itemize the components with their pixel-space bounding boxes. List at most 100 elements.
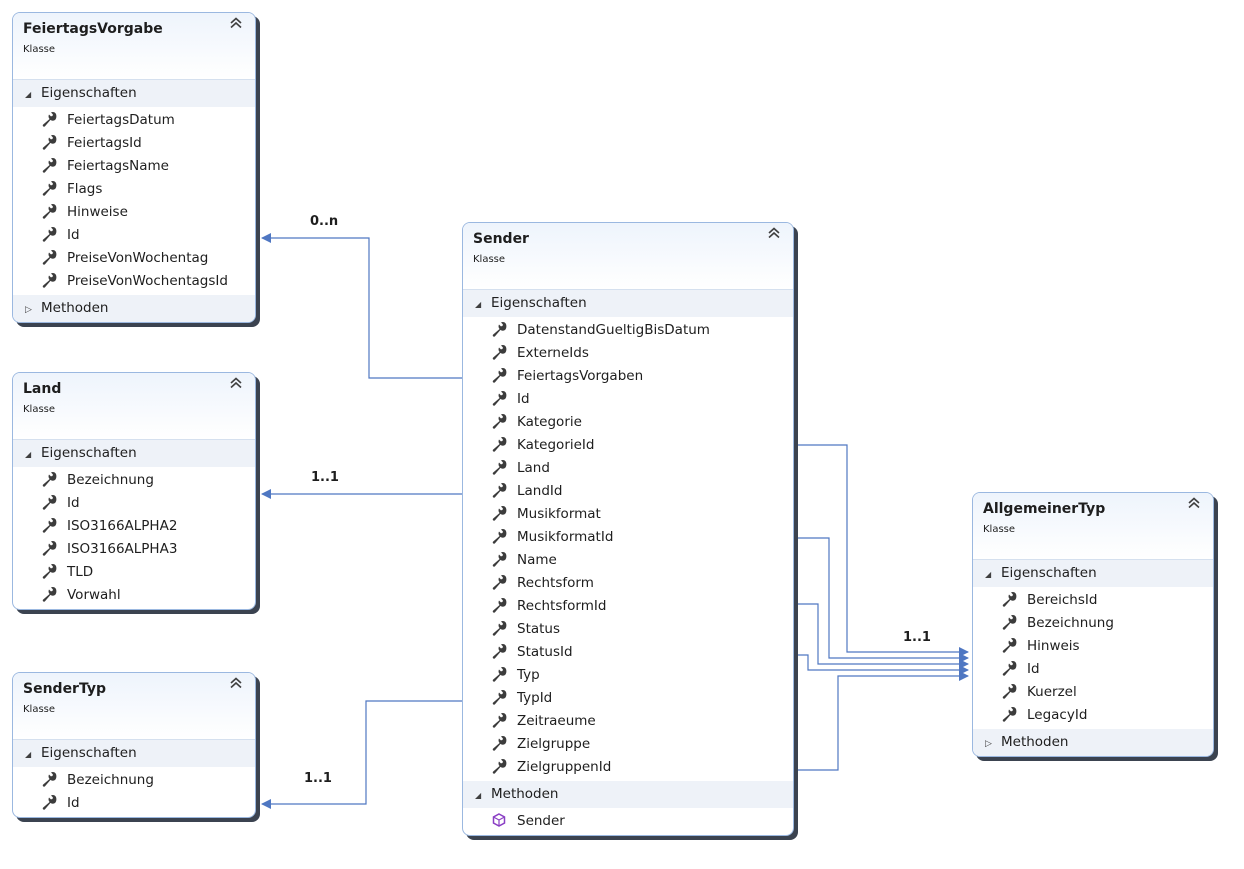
class-kind: Klasse: [23, 704, 56, 715]
property-item[interactable]: Kuerzel: [973, 681, 1213, 704]
property-item[interactable]: Zielgruppe: [463, 733, 793, 756]
member-name: FeiertagsId: [67, 135, 142, 151]
property-item[interactable]: PreiseVonWochentag: [13, 247, 255, 270]
property-item[interactable]: LegacyId: [973, 704, 1213, 727]
property-item[interactable]: Hinweis: [973, 635, 1213, 658]
member-name: LegacyId: [1027, 707, 1088, 723]
member-name: Id: [67, 795, 80, 811]
property-item[interactable]: Id: [973, 658, 1213, 681]
member-name: DatenstandGueltigBisDatum: [517, 322, 710, 338]
double-chevron-up-icon[interactable]: [229, 16, 243, 33]
triangle-expanded-icon: ◢: [475, 300, 482, 309]
property-item[interactable]: Id: [13, 792, 255, 815]
member-name: MusikformatId: [517, 529, 614, 545]
double-chevron-up-icon[interactable]: [767, 226, 781, 243]
member-name: Typ: [517, 667, 540, 683]
property-item[interactable]: LandId: [463, 480, 793, 503]
compartment-methoden[interactable]: ▷Methoden: [973, 729, 1213, 756]
wrench-icon: [41, 157, 67, 174]
compartment-methoden[interactable]: ◢Methoden: [463, 781, 793, 808]
property-item[interactable]: TLD: [13, 561, 255, 584]
wrench-icon: [41, 771, 67, 788]
property-item[interactable]: KategorieId: [463, 434, 793, 457]
compartment-methoden[interactable]: ▷Methoden: [13, 295, 255, 322]
property-item[interactable]: StatusId: [463, 641, 793, 664]
wrench-icon: [1001, 591, 1027, 608]
member-name: Kategorie: [517, 414, 582, 430]
member-name: StatusId: [517, 644, 573, 660]
property-item[interactable]: PreiseVonWochentagsId: [13, 270, 255, 293]
member-name: Zielgruppe: [517, 736, 591, 752]
property-item[interactable]: Rechtsform: [463, 572, 793, 595]
property-item[interactable]: DatenstandGueltigBisDatum: [463, 319, 793, 342]
class-kind: Klasse: [473, 254, 506, 265]
property-item[interactable]: Musikformat: [463, 503, 793, 526]
member-name: Zeitraeume: [517, 713, 596, 729]
property-item[interactable]: Vorwahl: [13, 584, 255, 607]
property-item[interactable]: Hinweise: [13, 201, 255, 224]
member-name: ISO3166ALPHA2: [67, 518, 178, 534]
compartment-eigenschaften[interactable]: ◢Eigenschaften: [973, 560, 1213, 587]
wrench-icon: [491, 735, 517, 752]
member-name: RechtsformId: [517, 598, 607, 614]
association-feiertagsvorgaben: [261, 233, 477, 379]
wrench-icon: [491, 758, 517, 775]
double-chevron-up-icon[interactable]: [229, 376, 243, 393]
property-item[interactable]: Id: [13, 492, 255, 515]
property-item[interactable]: FeiertagsId: [13, 132, 255, 155]
triangle-expanded-icon: ◢: [475, 791, 482, 800]
triangle-expanded-icon: ◢: [25, 450, 32, 459]
property-item[interactable]: ISO3166ALPHA2: [13, 515, 255, 538]
member-name: PreiseVonWochentagsId: [67, 273, 228, 289]
property-item[interactable]: ZielgruppenId: [463, 756, 793, 779]
compartment-label: Eigenschaften: [41, 445, 137, 461]
member-name: PreiseVonWochentag: [67, 250, 209, 266]
wrench-icon: [41, 586, 67, 603]
property-item[interactable]: Typ: [463, 664, 793, 687]
property-item[interactable]: Zeitraeume: [463, 710, 793, 733]
wrench-icon: [41, 203, 67, 220]
property-item[interactable]: BereichsId: [973, 589, 1213, 612]
property-item[interactable]: RechtsformId: [463, 595, 793, 618]
member-name: Id: [517, 391, 530, 407]
property-item[interactable]: Id: [13, 224, 255, 247]
triangle-expanded-icon: ◢: [25, 750, 32, 759]
property-item[interactable]: Land: [463, 457, 793, 480]
multiplicity-allgemeinertyp: 1..1: [903, 630, 931, 645]
property-item[interactable]: ISO3166ALPHA3: [13, 538, 255, 561]
double-chevron-up-icon[interactable]: [1187, 496, 1201, 513]
class-kind: Klasse: [983, 524, 1016, 535]
property-item[interactable]: FeiertagsName: [13, 155, 255, 178]
property-item[interactable]: Flags: [13, 178, 255, 201]
property-item[interactable]: Status: [463, 618, 793, 641]
property-item[interactable]: Bezeichnung: [13, 769, 255, 792]
double-chevron-up-icon[interactable]: [229, 676, 243, 693]
property-item[interactable]: Kategorie: [463, 411, 793, 434]
wrench-icon: [1001, 660, 1027, 677]
wrench-icon: [491, 643, 517, 660]
wrench-icon: [491, 620, 517, 637]
property-item[interactable]: FeiertagsDatum: [13, 109, 255, 132]
member-name: Kuerzel: [1027, 684, 1077, 700]
property-item[interactable]: MusikformatId: [463, 526, 793, 549]
compartment-eigenschaften[interactable]: ◢Eigenschaften: [463, 290, 793, 317]
compartment-eigenschaften[interactable]: ◢Eigenschaften: [13, 80, 255, 107]
property-item[interactable]: FeiertagsVorgaben: [463, 365, 793, 388]
compartment-eigenschaften[interactable]: ◢Eigenschaften: [13, 740, 255, 767]
member-name: Status: [517, 621, 561, 637]
compartment-label: Methoden: [41, 300, 109, 316]
property-item[interactable]: TypId: [463, 687, 793, 710]
compartment-eigenschaften[interactable]: ◢ Eigenschaften: [13, 440, 255, 467]
method-item[interactable]: Sender: [463, 810, 793, 833]
property-item[interactable]: Id: [463, 388, 793, 411]
wrench-icon: [41, 226, 67, 243]
property-item[interactable]: Bezeichnung: [973, 612, 1213, 635]
property-item[interactable]: ExterneIds: [463, 342, 793, 365]
property-item[interactable]: Bezeichnung: [13, 469, 255, 492]
property-item[interactable]: Name: [463, 549, 793, 572]
